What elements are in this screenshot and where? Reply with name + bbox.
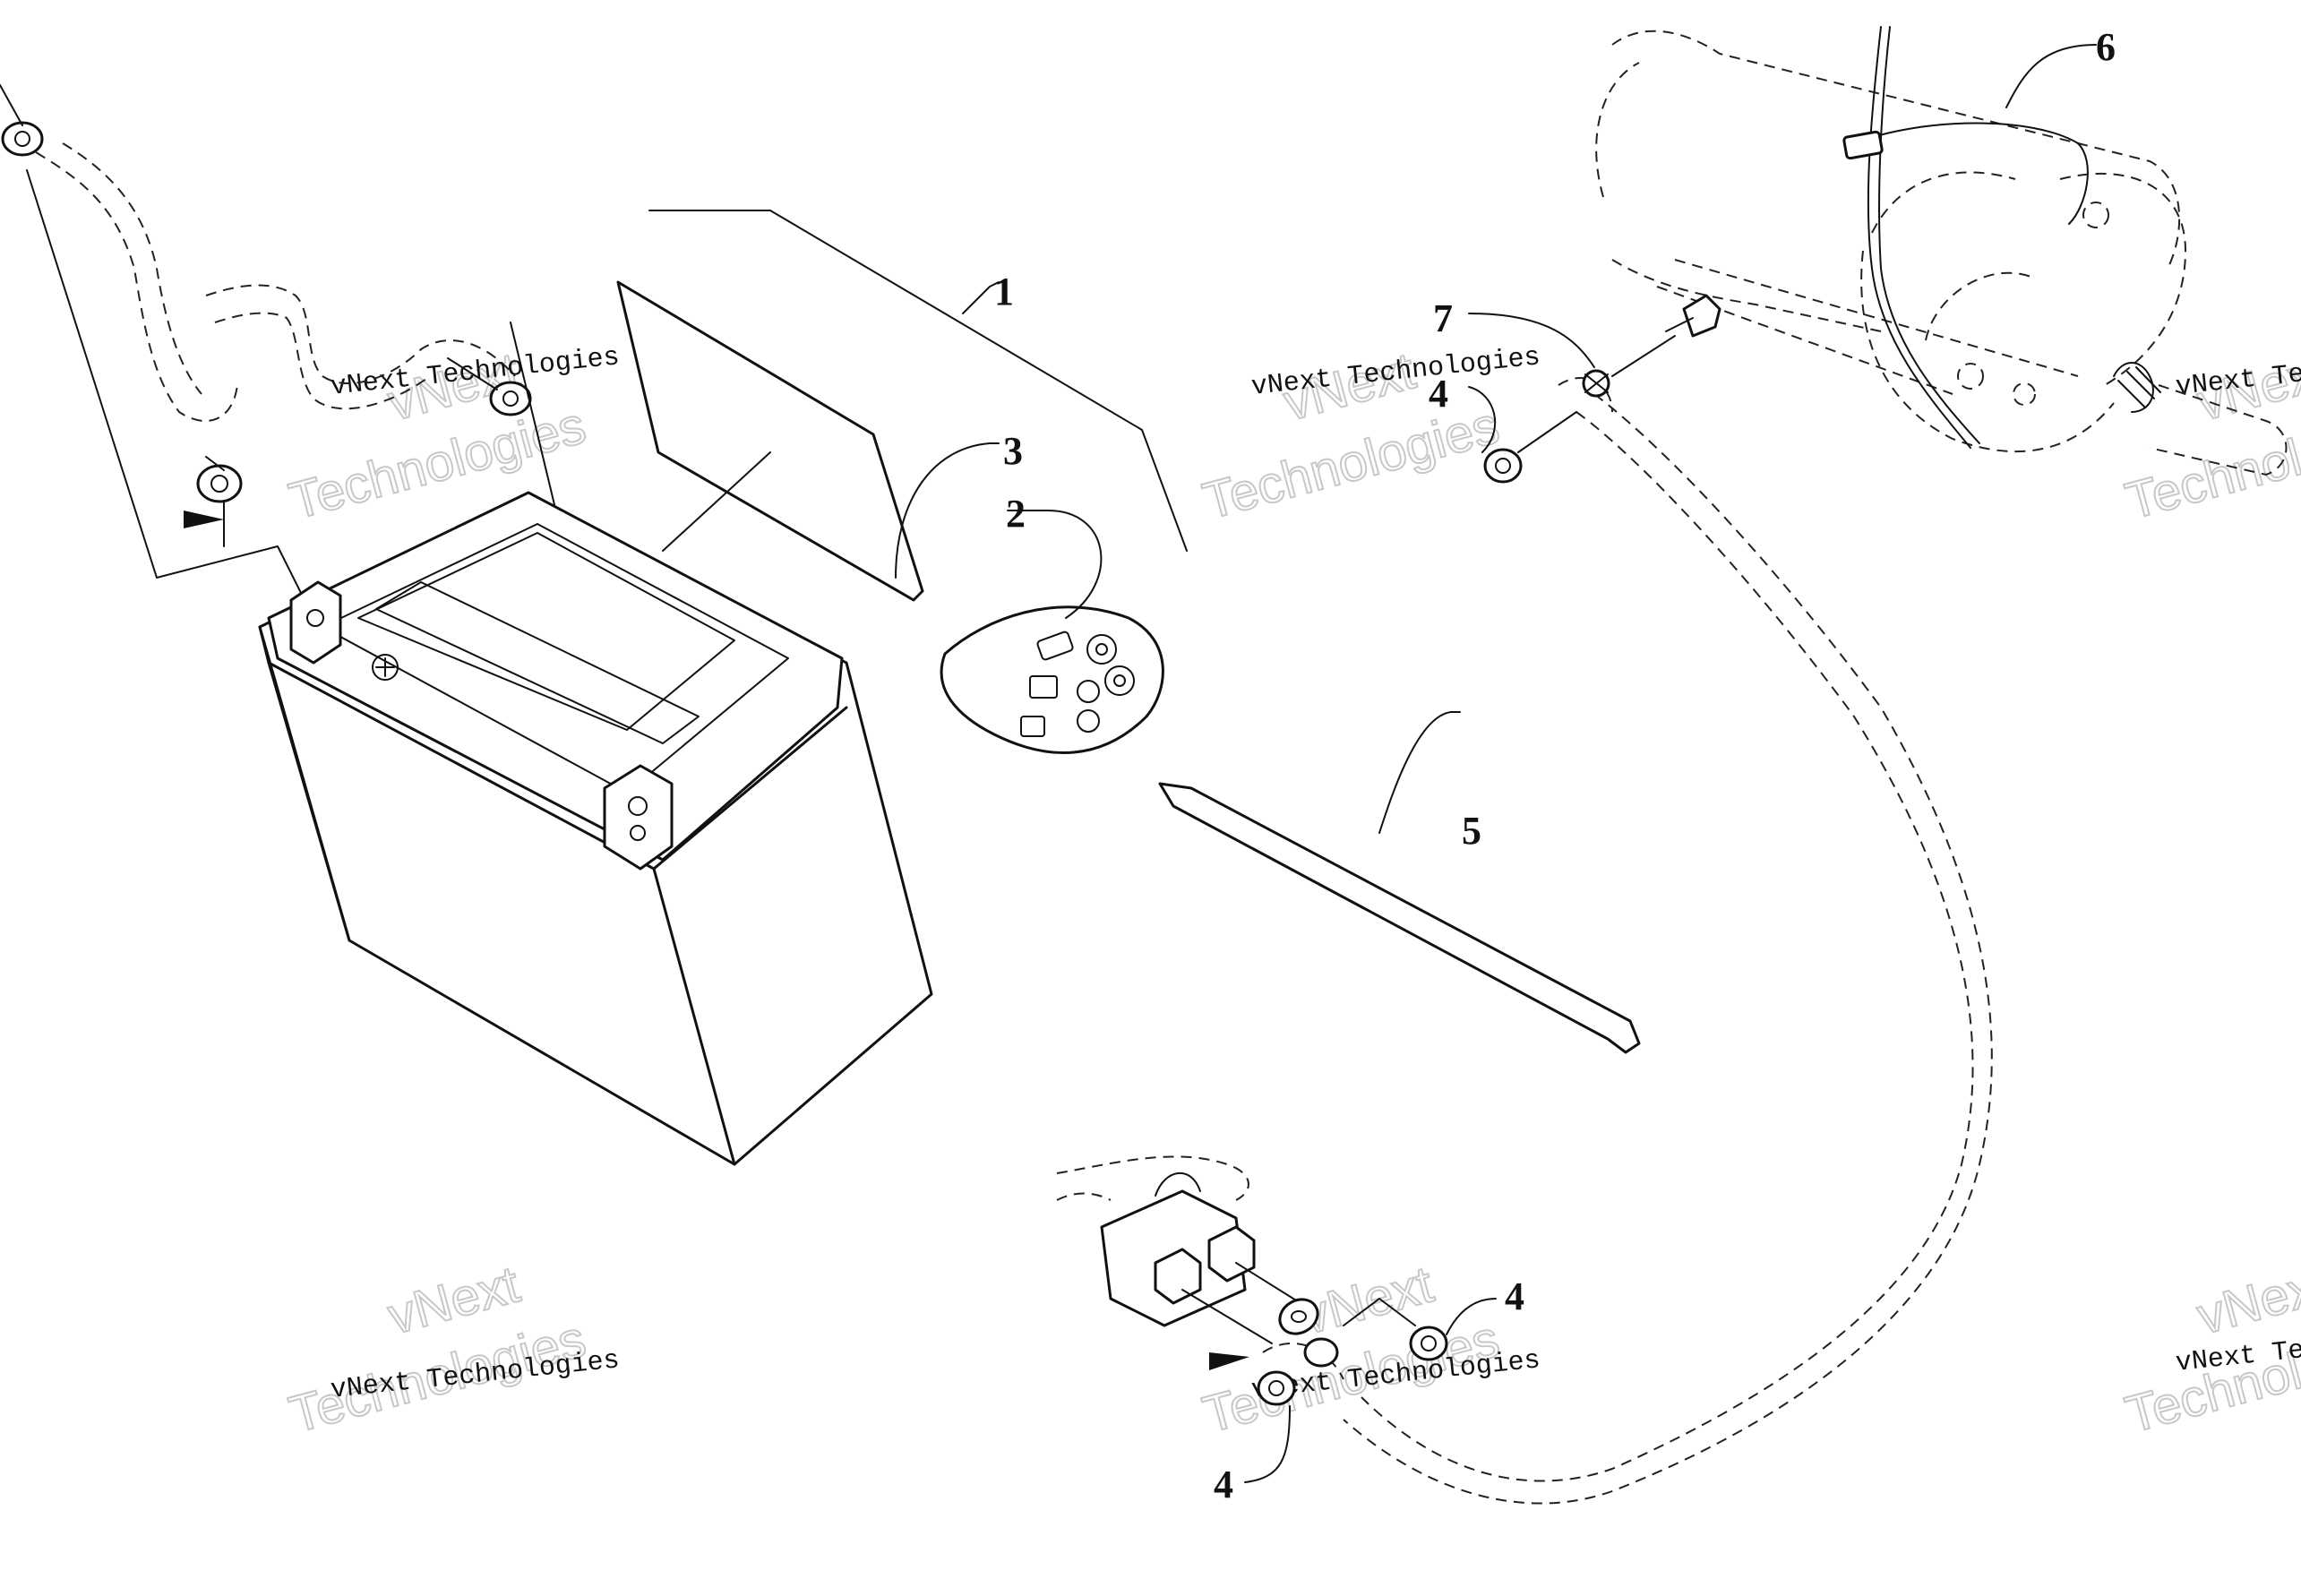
callout-6: 6 <box>2096 25 2116 69</box>
callout-1: 1 <box>994 270 1014 313</box>
callout-7: 7 <box>1433 296 1453 340</box>
callout-leaders <box>895 44 2097 1483</box>
hardware-kit <box>940 605 1164 754</box>
callout-3: 3 <box>1003 429 1023 473</box>
watermark-bottom-center: vNext Technologies vNext Technologies <box>1197 1254 1542 1445</box>
callout-5: 5 <box>1462 809 1481 853</box>
watermark-bottom-right: vNext Technologies vNext Technologies <box>2119 1254 2301 1445</box>
starter-motor <box>1595 26 2288 476</box>
watermark-top-center: vNext Technologies vNext Technologies <box>1197 340 1542 531</box>
callout-4-starter: 4 <box>1429 372 1448 416</box>
battery <box>258 491 933 1166</box>
callout-4-solenoid-right: 4 <box>1505 1274 1524 1318</box>
watermark-line1: vNext <box>2192 1255 2301 1345</box>
watermark-top-left: vNext Technologies vNext Technologies <box>283 340 622 531</box>
callout-2: 2 <box>1006 492 1026 536</box>
battery-box-outline <box>648 210 1188 552</box>
starter-terminal-hardware <box>1483 335 1676 484</box>
cable-tie <box>1158 782 1641 1054</box>
watermark-bottom-left: vNext Technologies vNext Technologies <box>283 1254 622 1445</box>
battery-pad <box>616 280 924 602</box>
starter-solenoid <box>1056 1155 1448 1406</box>
callouts: 1 2 3 4 4 4 5 6 7 <box>994 25 2116 1506</box>
callout-4-solenoid-bottom: 4 <box>1214 1463 1233 1506</box>
starter-cable <box>1262 376 1993 1505</box>
